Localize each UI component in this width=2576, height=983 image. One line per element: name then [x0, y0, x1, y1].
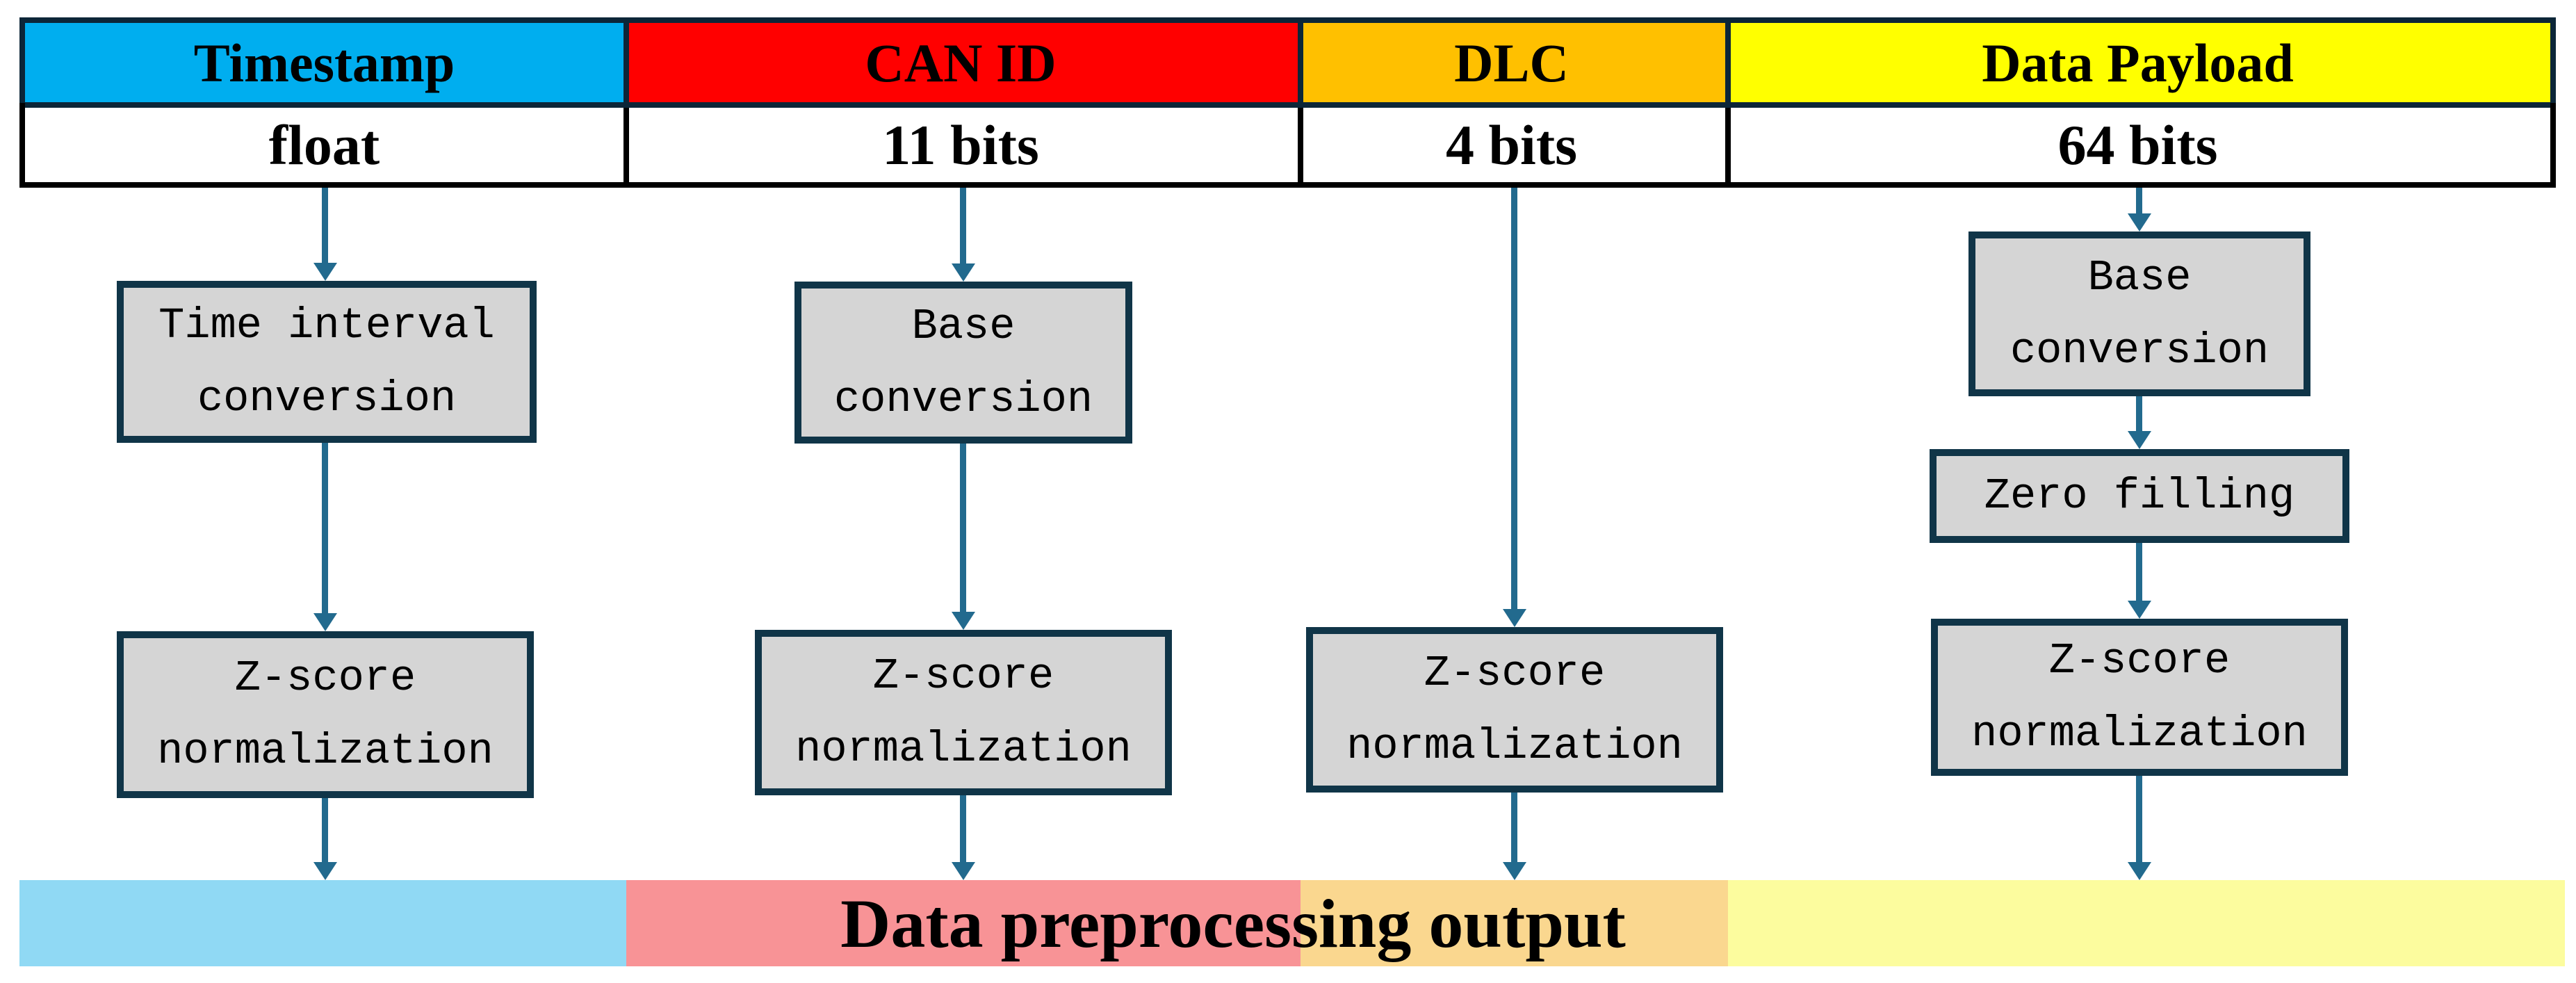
- flow-arrow-dlc-1: [1503, 188, 1526, 627]
- header-cell-timestamp: Timestamp: [25, 23, 623, 103]
- header-divider-3: [1725, 17, 1731, 108]
- flow-arrow-dlc-2: [1503, 793, 1526, 880]
- value-divider-3: [1725, 103, 1731, 188]
- flow-arrow-canid-3: [952, 795, 975, 880]
- box-zscore-timestamp: Z-score normalization: [117, 631, 534, 798]
- header-cell-can-id: CAN ID: [623, 23, 1298, 103]
- header-cell-data-payload: Data Payload: [1725, 23, 2550, 103]
- flow-arrow-timestamp-2: [313, 443, 337, 631]
- flow-arrow-payload-3: [2128, 543, 2151, 619]
- flow-arrow-payload-1: [2128, 188, 2151, 231]
- box-zero-filling: Zero filling: [1930, 449, 2349, 543]
- flow-arrow-canid-1: [952, 188, 975, 282]
- value-cell-data-payload: 64 bits: [1725, 108, 2550, 182]
- flow-arrow-canid-2: [952, 444, 975, 630]
- value-cell-dlc: 4 bits: [1298, 108, 1725, 182]
- value-divider-2: [1298, 103, 1303, 188]
- output-band-label: Data preprocessing output: [840, 884, 1626, 962]
- output-band-can-id: [626, 880, 1301, 966]
- box-zscore-payload: Z-score normalization: [1931, 619, 2348, 776]
- output-band-data-payload: [1728, 880, 2565, 966]
- flow-arrow-timestamp-3: [313, 798, 337, 880]
- output-band-timestamp: [19, 880, 626, 966]
- box-zscore-dlc: Z-score normalization: [1306, 627, 1723, 793]
- flow-arrow-timestamp-1: [313, 188, 337, 281]
- value-cell-timestamp: float: [25, 108, 623, 182]
- header-divider-1: [623, 17, 629, 108]
- value-cell-can-id: 11 bits: [623, 108, 1298, 182]
- flow-arrow-payload-2: [2128, 396, 2151, 449]
- output-band-dlc: [1301, 880, 1728, 966]
- header-cell-dlc: DLC: [1298, 23, 1725, 103]
- box-base-conversion-payload: Base conversion: [1968, 231, 2310, 396]
- header-divider-2: [1298, 17, 1303, 108]
- value-divider-1: [623, 103, 629, 188]
- box-time-interval-conversion: Time interval conversion: [117, 281, 537, 443]
- flow-arrow-payload-4: [2128, 776, 2151, 880]
- box-zscore-canid: Z-score normalization: [755, 630, 1172, 795]
- box-base-conversion-canid: Base conversion: [794, 282, 1132, 444]
